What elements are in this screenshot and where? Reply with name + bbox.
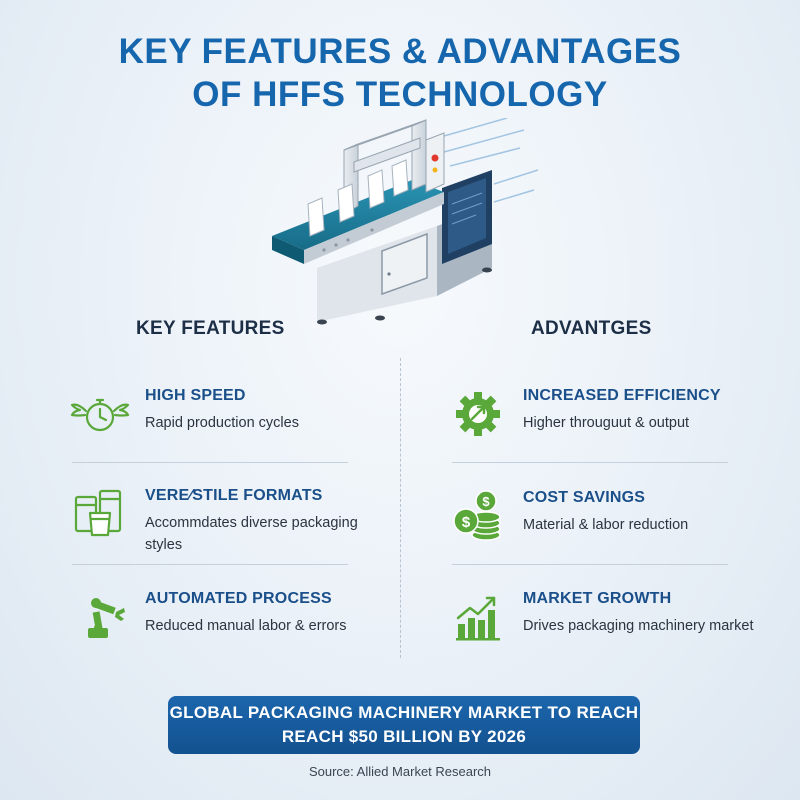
advantages-heading: ADVANTGES — [531, 318, 652, 339]
feature-title: HIGH SPEED — [145, 387, 246, 404]
feature-title: VERE⁄STILE FORMATS — [145, 487, 323, 504]
growth-chart-icon — [456, 596, 500, 641]
winged-stopwatch-icon — [70, 398, 130, 432]
source-note: Source: Allied Market Research — [308, 764, 492, 779]
svg-text:$: $ — [462, 514, 471, 531]
gear-arrows-icon — [456, 392, 500, 436]
feature-divider-2 — [72, 564, 348, 565]
feature-title: AUTOMATED PROCESS — [145, 590, 332, 607]
feature-description: Rapid production cycles — [145, 415, 299, 431]
feature-description: Accommdates diverse packaging styles — [145, 515, 358, 553]
coin-stack-icon: $ $ — [453, 490, 501, 541]
advantage-divider-1 — [452, 462, 728, 463]
svg-text:$: $ — [482, 494, 490, 509]
advantage-title: MARKET GROWTH — [523, 590, 672, 607]
market-banner: GLOBAL PACKAGING MACHINERY MARKET TO REA… — [168, 696, 640, 754]
page-title: KEY FEATURES & ADVANTAGES OF HFFS TECHNO… — [0, 30, 800, 116]
banner-line-1: GLOBAL PACKAGING MACHINERY MARKET TO REA… — [169, 703, 639, 722]
key-features-heading: KEY FEATURES — [136, 318, 285, 339]
robotic-arm-icon — [88, 598, 125, 638]
advantage-description: Drives packaging machinery market — [523, 618, 754, 634]
banner-line-2: REACH $50 BILLION BY 2026 — [281, 727, 527, 746]
column-divider — [400, 358, 401, 658]
advantage-description: Material & labor reduction — [523, 517, 689, 533]
advantage-description: Higher througuut & output — [523, 415, 690, 431]
title-line-2: OF HFFS TECHNOLOGY — [192, 75, 608, 114]
advantage-title: INCREASED EFFICIENCY — [523, 387, 721, 404]
title-line-1: KEY FEATURES & ADVANTAGES — [118, 32, 682, 71]
packaging-formats-icon — [74, 489, 122, 537]
advantage-title: COST SAVINGS — [523, 489, 646, 506]
hffs-packaging-machine-illustration — [272, 118, 539, 325]
advantage-divider-2 — [452, 564, 728, 565]
feature-divider-1 — [72, 462, 348, 463]
feature-description: Reduced manual labor & errors — [145, 618, 347, 634]
